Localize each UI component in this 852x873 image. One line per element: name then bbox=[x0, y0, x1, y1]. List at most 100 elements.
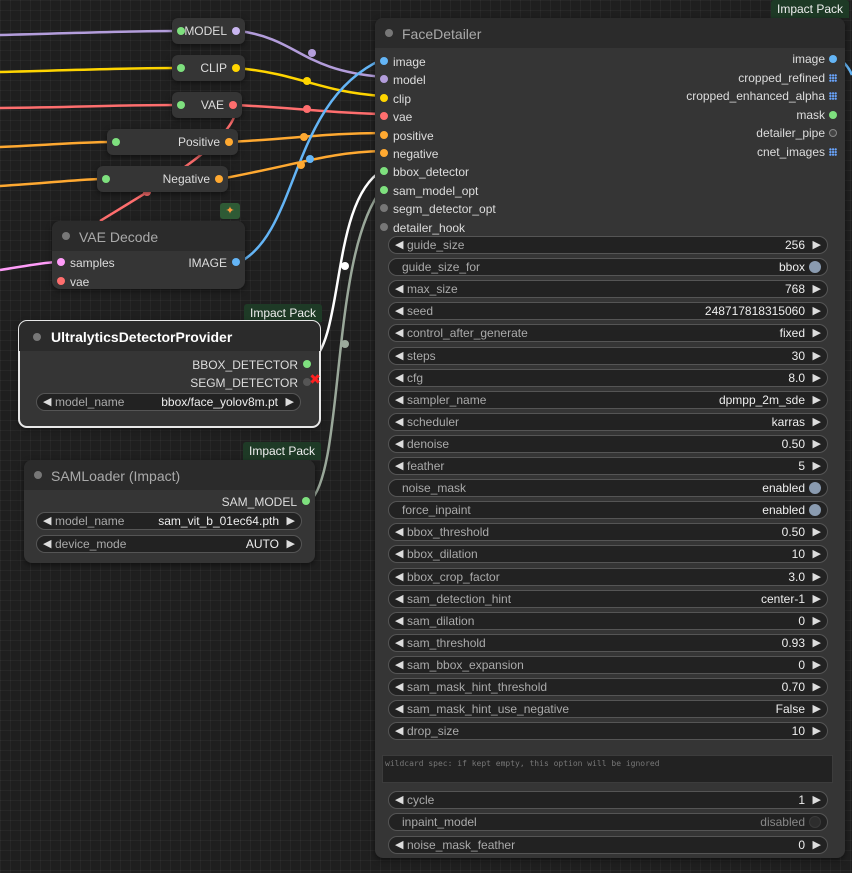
input-dot-model[interactable] bbox=[380, 75, 388, 84]
link-midpoint-bbox[interactable] bbox=[341, 262, 349, 270]
reroute-node-positive[interactable]: Positive bbox=[107, 129, 238, 155]
input-dot-segm-detector-opt[interactable] bbox=[380, 204, 388, 213]
link-midpoint-vae[interactable] bbox=[303, 105, 311, 113]
increment-arrow-icon[interactable]: ▶ bbox=[812, 636, 821, 649]
sam-loader-title-bar[interactable]: SAMLoader (Impact) bbox=[24, 460, 315, 490]
decrement-arrow-icon[interactable]: ◀ bbox=[43, 515, 52, 527]
input-dot-negative[interactable] bbox=[380, 149, 388, 157]
decrement-arrow-icon[interactable]: ◀ bbox=[395, 415, 404, 428]
output-dot-image[interactable] bbox=[829, 55, 837, 63]
detector-provider-title-bar[interactable]: UltralyticsDetectorProvider bbox=[19, 321, 320, 351]
input-dot-sam-model-opt[interactable] bbox=[380, 185, 388, 194]
decrement-arrow-icon[interactable]: ◀ bbox=[395, 725, 404, 738]
vae-decode-title-bar[interactable]: VAE Decode bbox=[52, 221, 245, 251]
decrement-arrow-icon[interactable]: ◀ bbox=[395, 305, 404, 318]
increment-arrow-icon[interactable]: ▶ bbox=[812, 592, 821, 605]
output-dot-mask[interactable] bbox=[829, 110, 837, 119]
input-dot-clip[interactable] bbox=[380, 93, 388, 102]
sam-model-output-dot[interactable] bbox=[302, 497, 310, 505]
decrement-arrow-icon[interactable]: ◀ bbox=[395, 636, 404, 649]
link-midpoint-image[interactable] bbox=[306, 155, 314, 163]
collapse-dot-icon[interactable] bbox=[62, 232, 70, 240]
increment-arrow-icon[interactable]: ▶ bbox=[812, 658, 821, 671]
increment-arrow-icon[interactable]: ▶ bbox=[285, 396, 294, 408]
input-dot-image[interactable] bbox=[380, 57, 388, 65]
decrement-arrow-icon[interactable]: ◀ bbox=[395, 526, 404, 539]
reroute-input-dot[interactable] bbox=[112, 138, 120, 146]
increment-arrow-icon[interactable]: ▶ bbox=[286, 515, 295, 527]
reroute-output-dot[interactable] bbox=[232, 27, 240, 35]
list-output-icon[interactable] bbox=[829, 73, 837, 82]
toggle-knob-icon[interactable] bbox=[809, 816, 821, 829]
increment-arrow-icon[interactable]: ▶ bbox=[812, 327, 821, 340]
reroute-input-dot[interactable] bbox=[102, 175, 110, 183]
bbox-detector-output-dot[interactable] bbox=[303, 360, 311, 368]
increment-arrow-icon[interactable]: ▶ bbox=[812, 681, 821, 693]
reroute-output-dot[interactable] bbox=[229, 101, 237, 109]
decrement-arrow-icon[interactable]: ◀ bbox=[395, 570, 404, 583]
decrement-arrow-icon[interactable]: ◀ bbox=[43, 396, 52, 408]
decrement-arrow-icon[interactable]: ◀ bbox=[395, 239, 404, 251]
decrement-arrow-icon[interactable]: ◀ bbox=[395, 794, 404, 806]
increment-arrow-icon[interactable]: ▶ bbox=[812, 548, 821, 561]
link-midpoint-negative[interactable] bbox=[297, 161, 305, 169]
reroute-input-dot[interactable] bbox=[177, 101, 185, 109]
decrement-arrow-icon[interactable]: ◀ bbox=[395, 614, 404, 627]
reroute-node-clip[interactable]: CLIP bbox=[172, 55, 245, 81]
image-output-dot[interactable] bbox=[232, 258, 240, 266]
decrement-arrow-icon[interactable]: ◀ bbox=[43, 538, 52, 550]
input-dot-bbox-detector[interactable] bbox=[380, 167, 388, 176]
increment-arrow-icon[interactable]: ▶ bbox=[812, 371, 821, 384]
toggle-knob-icon[interactable] bbox=[809, 261, 821, 274]
increment-arrow-icon[interactable]: ▶ bbox=[812, 725, 821, 738]
increment-arrow-icon[interactable]: ▶ bbox=[812, 838, 821, 851]
decrement-arrow-icon[interactable]: ◀ bbox=[395, 283, 404, 296]
decrement-arrow-icon[interactable]: ◀ bbox=[395, 437, 404, 450]
decrement-arrow-icon[interactable]: ◀ bbox=[395, 393, 404, 406]
collapse-dot-icon[interactable] bbox=[34, 471, 42, 479]
reroute-node-negative[interactable]: Negative bbox=[97, 166, 228, 192]
face-detailer-title-bar[interactable]: FaceDetailer bbox=[375, 18, 845, 48]
sam-model-name-combo[interactable]: ◀ model_name sam_vit_b_01ec64.pth ▶ bbox=[36, 512, 302, 530]
decrement-arrow-icon[interactable]: ◀ bbox=[395, 658, 404, 671]
increment-arrow-icon[interactable]: ▶ bbox=[812, 614, 821, 627]
segm-detector-output-dot[interactable] bbox=[303, 378, 311, 386]
list-output-icon[interactable] bbox=[829, 147, 837, 156]
input-dot-vae[interactable] bbox=[380, 112, 388, 121]
output-dot-detailer-pipe[interactable] bbox=[829, 129, 837, 137]
toggle-knob-icon[interactable] bbox=[809, 482, 821, 495]
increment-arrow-icon[interactable]: ▶ bbox=[812, 239, 821, 251]
reroute-output-dot[interactable] bbox=[232, 64, 240, 72]
increment-arrow-icon[interactable]: ▶ bbox=[812, 349, 821, 362]
input-dot-positive[interactable] bbox=[380, 130, 388, 139]
decrement-arrow-icon[interactable]: ◀ bbox=[395, 592, 404, 605]
decrement-arrow-icon[interactable]: ◀ bbox=[395, 681, 404, 693]
link-midpoint-clip[interactable] bbox=[303, 77, 311, 85]
link-midpoint-positive[interactable] bbox=[300, 133, 308, 141]
samples-input-dot[interactable] bbox=[57, 258, 65, 266]
decrement-arrow-icon[interactable]: ◀ bbox=[395, 838, 404, 851]
